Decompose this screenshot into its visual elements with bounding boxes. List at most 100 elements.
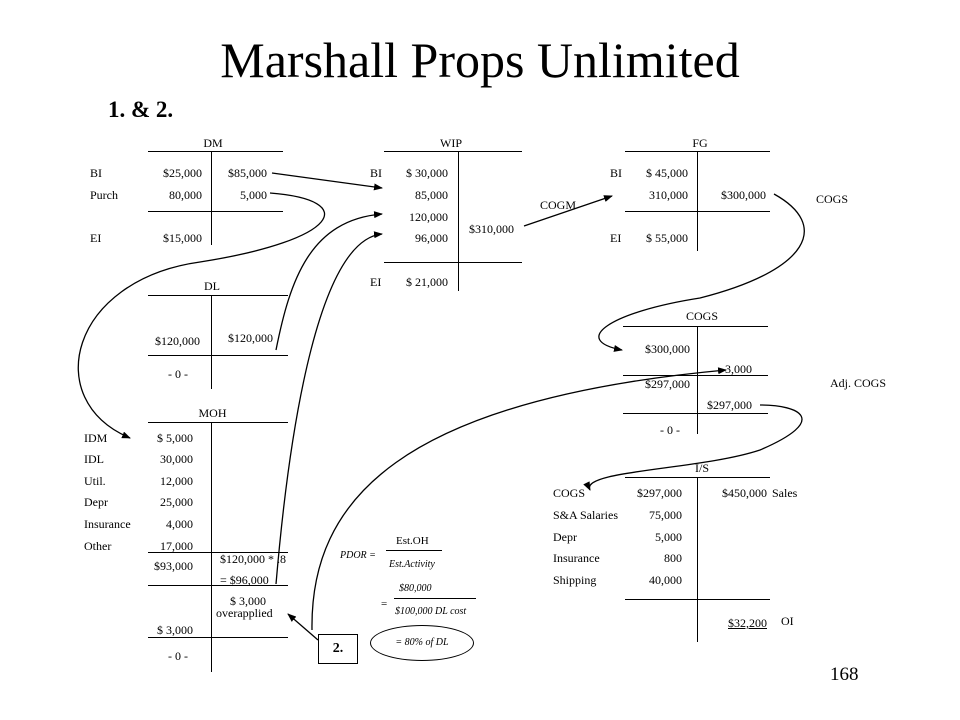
moh-header: MOH — [198, 406, 227, 420]
dl-total-line — [148, 355, 288, 356]
fg-bi-value: $ 45,000 — [646, 166, 688, 180]
fg-credit: $300,000 — [721, 188, 766, 202]
fg-cogm-value: 310,000 — [649, 188, 688, 202]
moh-row-value: 30,000 — [160, 452, 193, 466]
moh-row-label: Other — [84, 539, 112, 553]
is-header: I/S — [694, 461, 709, 475]
wip-header: WIP — [440, 136, 462, 150]
cogs-total-line — [623, 413, 768, 414]
moh-row-value: 25,000 — [160, 495, 193, 509]
pdor-lhs: PDOR = — [340, 550, 376, 561]
arrow-dl-to-wip — [275, 211, 383, 351]
is-row-value: 5,000 — [655, 530, 682, 544]
adj-cogs-label: Adj. COGS — [830, 376, 887, 390]
moh-total: $93,000 — [154, 559, 193, 573]
pdor-eq2: = — [381, 598, 388, 610]
wip-top-line — [384, 151, 522, 152]
moh-row-value: 12,000 — [160, 474, 193, 488]
is-sales-label: Sales — [772, 486, 798, 500]
wip-ei-label: EI — [370, 275, 382, 289]
pdor-fraction-bar-1 — [386, 550, 442, 551]
moh-row-label: Depr — [84, 495, 108, 509]
is-row-label: COGS — [553, 486, 586, 500]
dl-credit: $120,000 — [228, 331, 273, 345]
dm-total-line — [148, 211, 283, 212]
fg-divider — [697, 151, 698, 251]
arrow-wip-to-fg — [523, 195, 613, 227]
dm-top-line — [148, 151, 283, 152]
pdor-fraction-bar-2 — [394, 598, 476, 599]
part-2-box: 2. — [318, 634, 358, 664]
pdor-num1: Est.OH — [396, 535, 429, 547]
slide-title: Marshall Props Unlimited — [220, 32, 740, 88]
moh-divider — [211, 422, 212, 672]
is-sales-value: $450,000 — [722, 486, 767, 500]
moh-total-line — [148, 552, 288, 553]
moh-over-value: $ 3,000 — [230, 594, 266, 608]
fg-ei-value: $ 55,000 — [646, 231, 688, 245]
wip-bi-label: BI — [370, 166, 382, 180]
wip-ei-value: $ 21,000 — [406, 275, 448, 289]
arrow-overapplied-to-cogs — [311, 367, 727, 631]
cogs-header: COGS — [685, 309, 718, 323]
arrow-fg-to-cogs — [598, 193, 805, 352]
moh-applied-line — [148, 585, 288, 586]
dl-header: DL — [204, 279, 220, 293]
wip-divider — [458, 151, 459, 291]
pdor-num2: $80,000 — [399, 583, 432, 594]
moh-row-label: IDM — [84, 431, 108, 445]
dm-bi-value: $25,000 — [163, 166, 202, 180]
dl-balance: - 0 - — [168, 367, 188, 381]
cogs-top-line — [623, 326, 768, 327]
is-row-label: S&A Salaries — [553, 508, 618, 522]
wip-dm-value: 85,000 — [415, 188, 448, 202]
is-row-label: Depr — [553, 530, 577, 544]
dm-header: DM — [203, 136, 223, 150]
cogs-debit: $300,000 — [645, 342, 690, 356]
moh-row-label: Util. — [84, 474, 106, 488]
pdor-den1: Est.Activity — [389, 559, 435, 570]
dm-ei-value: $15,000 — [163, 231, 202, 245]
wip-bi-value: $ 30,000 — [406, 166, 448, 180]
dl-debit: $120,000 — [155, 334, 200, 348]
pdor-den2: $100,000 DL cost — [395, 606, 467, 617]
moh-adj-line — [148, 637, 288, 638]
fg-ei-label: EI — [610, 231, 622, 245]
moh-over-label: overapplied — [216, 606, 273, 620]
arrow-dm-to-wip — [271, 172, 383, 191]
fg-bi-label: BI — [610, 166, 622, 180]
moh-applied-calc: $120,000 * .8 — [220, 552, 286, 566]
is-row-label: Insurance — [553, 551, 600, 565]
cogs-label: COGS — [816, 192, 849, 206]
is-row-value: $297,000 — [637, 486, 682, 500]
fg-header: FG — [692, 136, 708, 150]
arrow-cogs-to-is — [583, 404, 803, 491]
arrow-dm-idm-to-moh — [77, 192, 326, 439]
pdor-result-oval: = 80% of DL — [370, 625, 474, 661]
is-row-value: 75,000 — [649, 508, 682, 522]
fg-total-line — [625, 211, 770, 212]
dm-divider — [211, 151, 212, 245]
dm-credit-2: 5,000 — [240, 188, 267, 202]
cogm-label: COGM — [540, 198, 577, 212]
dm-bi-label: BI — [90, 166, 102, 180]
is-oi-value: $32,200 — [728, 616, 767, 630]
slide-subtitle: 1. & 2. — [108, 97, 174, 122]
wip-total-line — [384, 262, 522, 263]
moh-row-label: Insurance — [84, 517, 131, 531]
cogs-mid-line — [623, 375, 768, 376]
moh-row-value: 4,000 — [166, 517, 193, 531]
dl-top-line — [148, 295, 288, 296]
moh-adj-debit: $ 3,000 — [157, 623, 193, 637]
wip-dl-value: 120,000 — [409, 210, 448, 224]
cogs-subtotal: $297,000 — [645, 377, 690, 391]
is-row-label: Shipping — [553, 573, 597, 587]
dm-purch-value: 80,000 — [169, 188, 202, 202]
cogs-divider — [697, 326, 698, 434]
dm-ei-label: EI — [90, 231, 102, 245]
moh-row-label: IDL — [84, 452, 104, 466]
dm-credit-1: $85,000 — [228, 166, 267, 180]
moh-applied-result: = $96,000 — [220, 573, 269, 587]
